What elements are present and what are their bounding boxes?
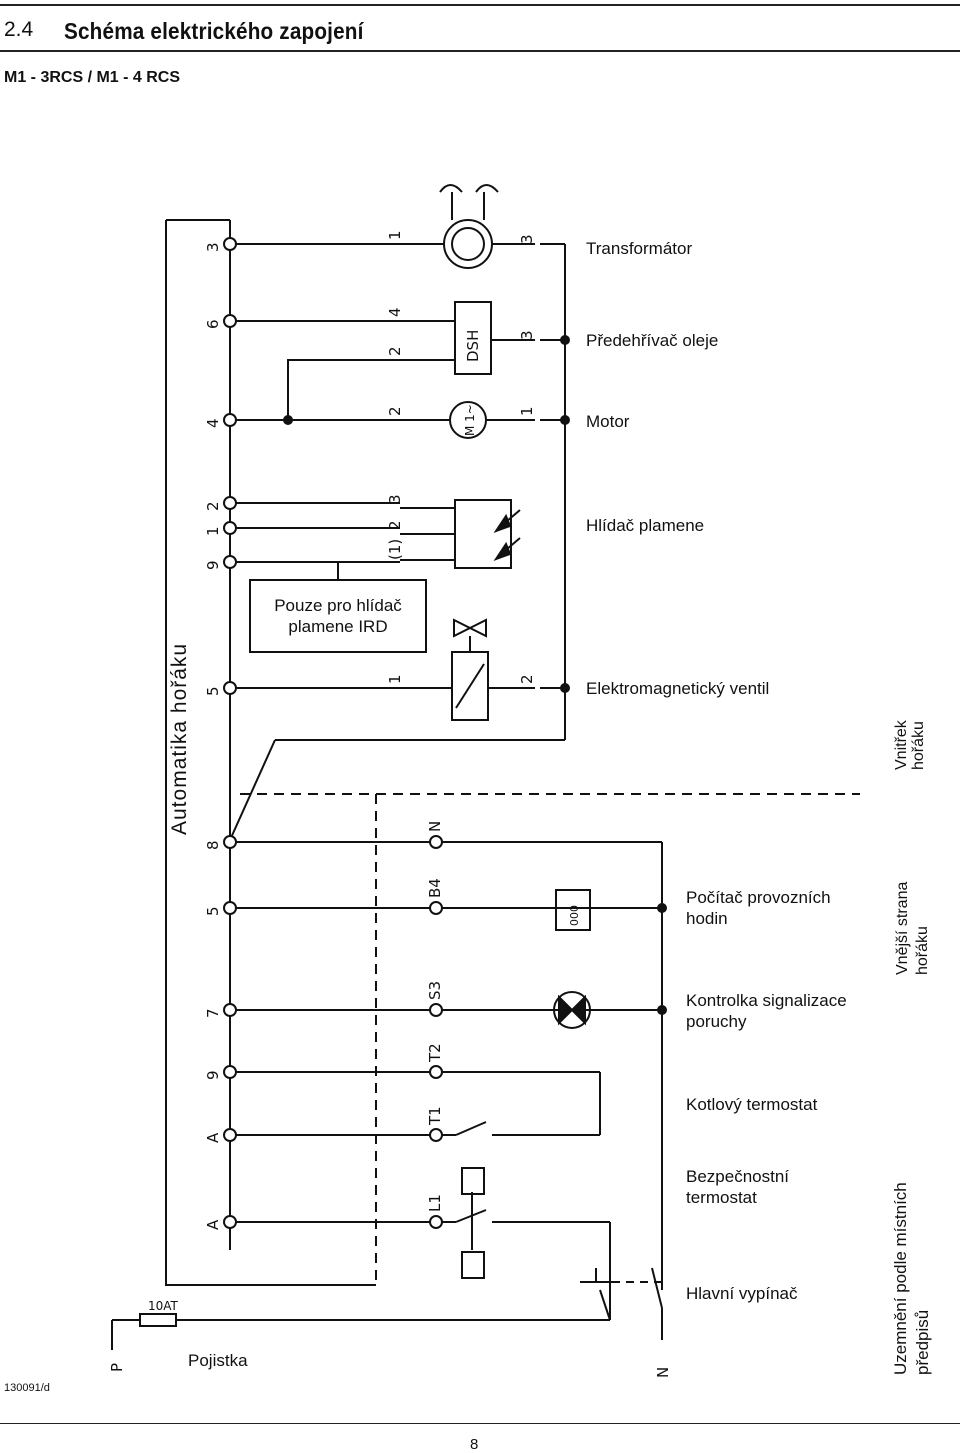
term-label: 5	[204, 686, 222, 696]
header: 2.4 Schéma elektrického zapojení	[0, 6, 960, 50]
label-hour-counter: Počítač provozních hodin	[686, 888, 831, 928]
term-label: 2	[204, 501, 222, 511]
doc-code: 130091/d	[4, 1382, 50, 1394]
label-oil-preheater: Předehřívač oleje	[586, 331, 719, 350]
label-fault-lamp: Kontrolka signalizace poruchy	[686, 991, 847, 1031]
model-label: M1 - 3RCS / M1 - 4 RCS	[4, 69, 181, 86]
dsh-term: 3	[518, 330, 536, 340]
plug-label: S3	[426, 981, 444, 1000]
supply-p: P	[108, 1363, 126, 1372]
page-number: 8	[470, 1436, 479, 1453]
top-rule	[0, 4, 960, 6]
term-label: 9	[204, 1070, 222, 1080]
term-label: 8	[204, 840, 222, 850]
control-unit-border	[165, 220, 376, 1286]
transformer-term: 3	[518, 234, 536, 244]
valve-symbol	[453, 618, 487, 638]
section-title: Schéma elektrického zapojení	[64, 18, 364, 44]
label-flame-monitor: Hlídač plamene	[586, 516, 705, 535]
label-outside-burner: Vnější strana hořáku	[894, 881, 931, 975]
supply-n: N	[654, 1367, 672, 1378]
term-label: 7	[204, 1008, 222, 1018]
term-label: A	[204, 1132, 222, 1143]
fuse-symbol	[139, 1313, 177, 1327]
term-label: 4	[204, 418, 222, 428]
label-fuse: Pojistka	[188, 1351, 248, 1370]
term-label: 1	[204, 526, 222, 536]
dsh-term: 4	[386, 307, 404, 317]
hour-counter-box	[555, 889, 591, 931]
label-safety-thermostat: Bezpečnostní termostat	[686, 1167, 790, 1207]
plug-terminals	[429, 835, 443, 1229]
valve-term: 1	[386, 674, 404, 684]
term-label: 3	[204, 242, 222, 252]
label-boiler-thermostat: Kotlový termostat	[686, 1095, 818, 1114]
term-label: 6	[204, 319, 222, 329]
label-ird-note: Pouze pro hlídač plamene IRD	[274, 596, 402, 636]
plug-label: B4	[426, 878, 444, 898]
flame-term: 2	[386, 520, 404, 530]
term-label: A	[204, 1219, 222, 1230]
thermostat-box-1	[461, 1167, 485, 1195]
control-terminals	[223, 237, 237, 1229]
motor-term: 1	[518, 406, 536, 416]
junction-dot	[283, 415, 293, 425]
label-solenoid-valve: Elektromagnetický ventil	[586, 679, 770, 698]
label-burner-control: Automatika hořáku	[168, 642, 191, 835]
label-transformer: Transformátor	[586, 239, 693, 258]
flame-term: 3	[386, 494, 404, 504]
wire-dsh-2	[287, 359, 400, 420]
main-switch-left	[599, 1289, 611, 1321]
term-label: 5	[204, 906, 222, 916]
boiler-thermostat-switch	[455, 1121, 487, 1136]
plug-label: N	[426, 821, 444, 832]
dsh-box	[454, 301, 492, 375]
plug-label: L1	[426, 1194, 444, 1212]
motor-term: 2	[386, 406, 404, 416]
label-main-switch: Hlavní vypínač	[686, 1284, 798, 1303]
label-grounding: Uzemnění podle místních předpisů	[891, 1182, 932, 1375]
plug-label: T1	[426, 1106, 444, 1126]
label-inside-burner: Vnitřek hořáku	[893, 720, 927, 770]
fault-lamp	[553, 991, 591, 1029]
label-motor: Motor	[586, 412, 630, 431]
dsh-label: DSH	[464, 330, 482, 362]
fuse-rating: 10AT	[148, 1299, 179, 1313]
footer-rule	[0, 1423, 960, 1424]
ird-note-box	[249, 579, 427, 653]
plug-label: T2	[426, 1043, 444, 1063]
flame-monitor-box	[454, 499, 512, 569]
thermostat-box-2	[461, 1251, 485, 1279]
term-label: 9	[204, 560, 222, 570]
dsh-term: 2	[386, 346, 404, 356]
title-rule	[0, 50, 960, 52]
valve-term: 2	[518, 674, 536, 684]
hour-counter-display: 000	[568, 905, 581, 926]
transformer-term: 1	[386, 230, 404, 240]
main-switch-right	[651, 1267, 663, 1309]
flame-term: (1)	[386, 539, 404, 560]
section-number: 2.4	[4, 18, 34, 41]
motor-label: M 1~	[463, 404, 477, 436]
